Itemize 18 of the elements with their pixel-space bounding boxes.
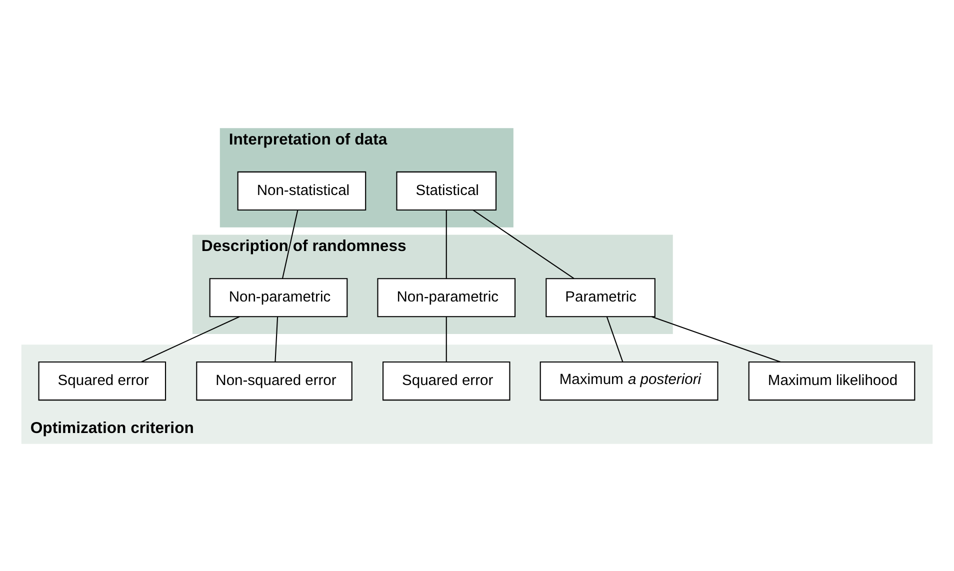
node-box: Parametric xyxy=(546,278,656,317)
node-box: Statistical xyxy=(396,170,497,210)
connector xyxy=(274,316,278,362)
node-box: Non-statistical xyxy=(237,170,366,210)
connector xyxy=(140,316,240,362)
connector xyxy=(282,210,298,278)
node-box: Non-squared error xyxy=(196,361,352,400)
node-box: Squared error xyxy=(38,361,166,400)
connector xyxy=(606,316,624,362)
node-box: Non-parametric xyxy=(209,278,348,317)
connector xyxy=(652,316,781,362)
node-box: Non-parametric xyxy=(377,278,516,317)
connector xyxy=(472,209,574,278)
connector xyxy=(446,210,447,278)
node-box: Maximum likelihood xyxy=(748,361,916,400)
connector xyxy=(446,316,447,362)
node-box: Maximum a posteriori xyxy=(540,361,718,400)
node-box: Squared error xyxy=(382,361,510,400)
